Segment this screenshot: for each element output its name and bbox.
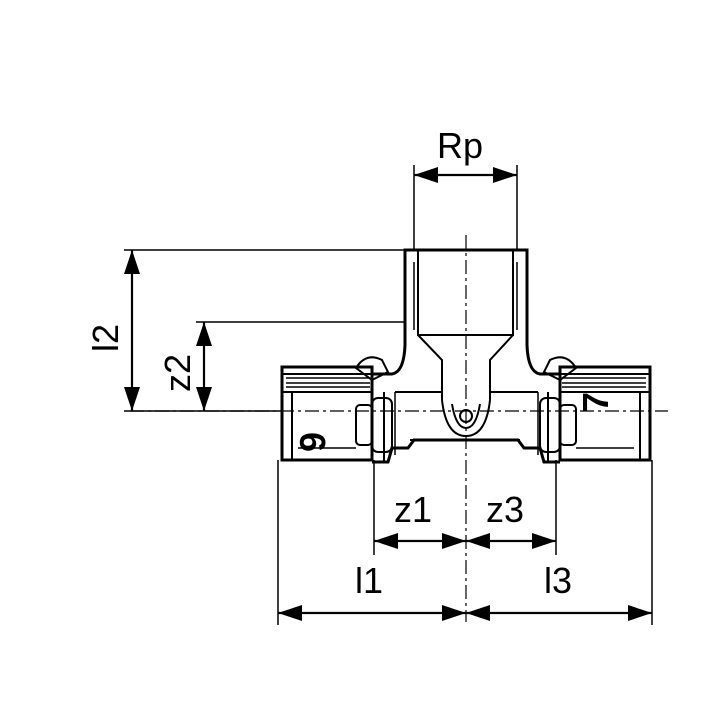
dim-z1: z1: [374, 489, 466, 549]
dim-z3-label: z3: [486, 489, 524, 530]
dim-z1-label: z1: [394, 489, 432, 530]
extension-lines: [124, 165, 653, 625]
dim-z3: z3: [466, 489, 556, 549]
right-press-sleeve: [539, 356, 652, 462]
dim-rp: Rp: [414, 125, 517, 183]
left-press-sleeve: [280, 356, 393, 462]
dim-l3: l3: [466, 560, 652, 621]
dim-z2-label: z2: [157, 354, 198, 392]
center-lines: [130, 235, 668, 622]
dim-l2-label: l2: [85, 324, 126, 352]
dim-z2: z2: [157, 322, 212, 411]
left-insert-mark: 6: [292, 432, 333, 452]
right-insert-mark: 7: [575, 392, 616, 412]
dim-rp-label: Rp: [437, 125, 483, 166]
dim-l3-label: l3: [544, 560, 572, 601]
tee-body: [372, 248, 560, 464]
dim-l2: l2: [85, 250, 140, 411]
dim-l1: l1: [278, 560, 466, 621]
dim-l1-label: l1: [355, 560, 383, 601]
